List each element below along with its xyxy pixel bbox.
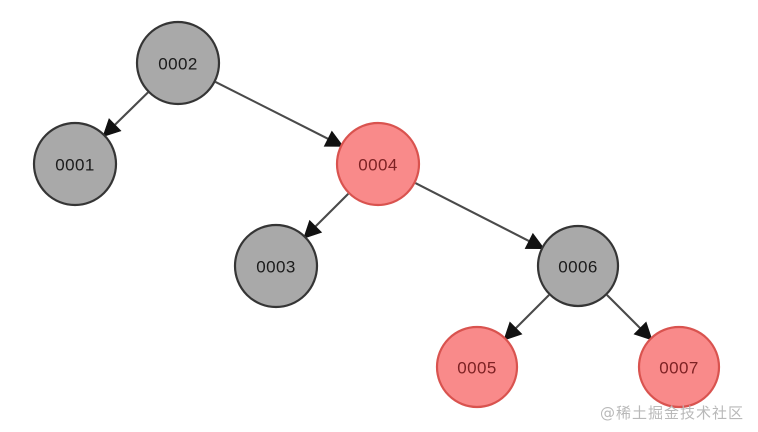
node-label-0007: 0007 <box>659 359 698 378</box>
node-circle-0004[interactable] <box>335 121 421 207</box>
node-circle-0005[interactable] <box>435 325 519 409</box>
arrow-head-icon <box>303 219 323 239</box>
node-circle-0002[interactable] <box>135 20 221 106</box>
node-label-0004: 0004 <box>358 156 397 175</box>
tree-edge <box>606 294 653 341</box>
arrow-head-icon <box>323 130 344 147</box>
node-label-0005: 0005 <box>457 359 496 378</box>
tree-edge <box>102 91 149 138</box>
tree-node-0003[interactable]: 0003 <box>233 223 319 309</box>
tree-node-0007[interactable]: 0007 <box>637 325 721 409</box>
node-circle-0007[interactable] <box>637 325 721 409</box>
node-label-0006: 0006 <box>558 258 597 277</box>
arrow-head-icon <box>524 232 545 250</box>
tree-node-0004[interactable]: 0004 <box>335 121 421 207</box>
tree-edge <box>414 182 545 250</box>
tree-node-0006[interactable]: 0006 <box>536 224 620 308</box>
node-circle-0001[interactable] <box>32 121 118 207</box>
tree-node-0001[interactable]: 0001 <box>32 121 118 207</box>
tree-node-0002[interactable]: 0002 <box>135 20 221 106</box>
tree-edge <box>303 192 350 239</box>
tree-edge <box>503 294 550 341</box>
node-circle-0003[interactable] <box>233 223 319 309</box>
node-layer: 0002 0001 0004 0003 0006 0005 0007 <box>32 20 721 409</box>
tree-edge <box>215 80 344 147</box>
node-label-0003: 0003 <box>256 258 295 277</box>
arrow-head-icon <box>102 118 122 138</box>
arrow-head-icon <box>633 321 653 341</box>
node-label-0002: 0002 <box>158 55 197 74</box>
arrow-head-icon <box>503 321 523 341</box>
edge-layer <box>102 80 653 341</box>
tree-node-0005[interactable]: 0005 <box>435 325 519 409</box>
node-label-0001: 0001 <box>55 156 94 175</box>
node-circle-0006[interactable] <box>536 224 620 308</box>
